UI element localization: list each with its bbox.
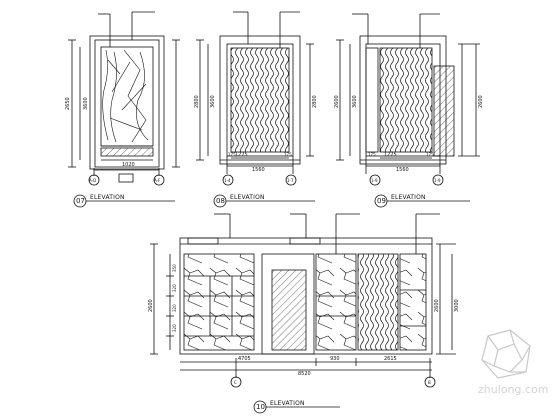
elevation-10-dim-total: 8520 (298, 371, 311, 377)
elevation-10 (150, 213, 456, 414)
elevation-07 (68, 11, 180, 208)
elevation-10-dim-h5: 320 (172, 324, 177, 332)
elevation-07-grid-right: A-F (154, 178, 161, 183)
elevation-09-grid-right: 1-9 (434, 178, 441, 183)
elevation-07-dim-width: 1020 (122, 162, 135, 168)
watermark-text: zhulong.com (478, 383, 549, 396)
elevation-10-grid-right: B (428, 380, 431, 385)
elevation-08-dim-h1: 2800 (194, 95, 200, 108)
elevation-10-dim-a: 4705 (238, 356, 251, 362)
elevation-08-dim-total: 1560 (252, 167, 265, 173)
elevation-08-grid-right: 1-7 (287, 178, 294, 183)
elevation-10-dim-h2: 350 (172, 264, 177, 272)
watermark-logo (481, 329, 531, 379)
elevation-10-dim-c: 2615 (384, 356, 397, 362)
elevation-07-dim-height-2: 3600 (83, 97, 89, 110)
elevation-10-heading: ELEVATION (270, 400, 305, 407)
elevation-10-dim-b: 930 (330, 356, 340, 362)
elevation-08-number: 08 (216, 197, 225, 205)
elevation-08-dim-b: 175 (228, 152, 236, 157)
elevation-10-grid-left: C (234, 380, 237, 385)
elevation-10-dim-r1: 2600 (434, 299, 440, 312)
elevation-09-dim-b: 175 (368, 152, 376, 157)
elevation-08-dim-c: 175 (284, 152, 292, 157)
elevation-07-grid-left: A-D (89, 178, 97, 183)
elevation-09-dim-c: 175 (426, 152, 434, 157)
elevation-09-dim-h3: 2600 (478, 95, 484, 108)
elevation-08-heading: ELEVATION (230, 194, 265, 201)
elevation-09-dim-h1: 2600 (334, 95, 340, 108)
elevation-08-grid-left: 1-4 (224, 178, 231, 183)
elevation-08 (196, 11, 315, 208)
elevation-08-dim-a: 1225 (235, 152, 248, 158)
elevation-09-heading: ELEVATION (391, 194, 426, 201)
elevation-09-dim-total: 1560 (396, 167, 409, 173)
elevation-08-dim-h3: 2800 (312, 95, 318, 108)
elevation-10-number: 10 (256, 403, 265, 411)
elevation-09-grid-left: 1-9 (371, 178, 378, 183)
elevation-09 (336, 13, 480, 208)
elevation-09-dim-a: 1225 (384, 152, 397, 158)
elevation-07-heading: ELEVATION (90, 194, 125, 201)
elevation-09-dim-h2: 3600 (352, 95, 358, 108)
elevation-10-dim-r2: 3000 (454, 299, 460, 312)
elevation-08-dim-h2: 3600 (210, 95, 216, 108)
elevation-07-dim-height-1: 2650 (65, 97, 71, 110)
elevation-10-dim-h4: 320 (172, 304, 177, 312)
elevation-07-number: 07 (76, 197, 85, 205)
elevation-10-dim-h3: 320 (172, 284, 177, 292)
elevation-09-number: 09 (377, 197, 386, 205)
elevation-10-dim-h1: 2600 (148, 299, 154, 312)
